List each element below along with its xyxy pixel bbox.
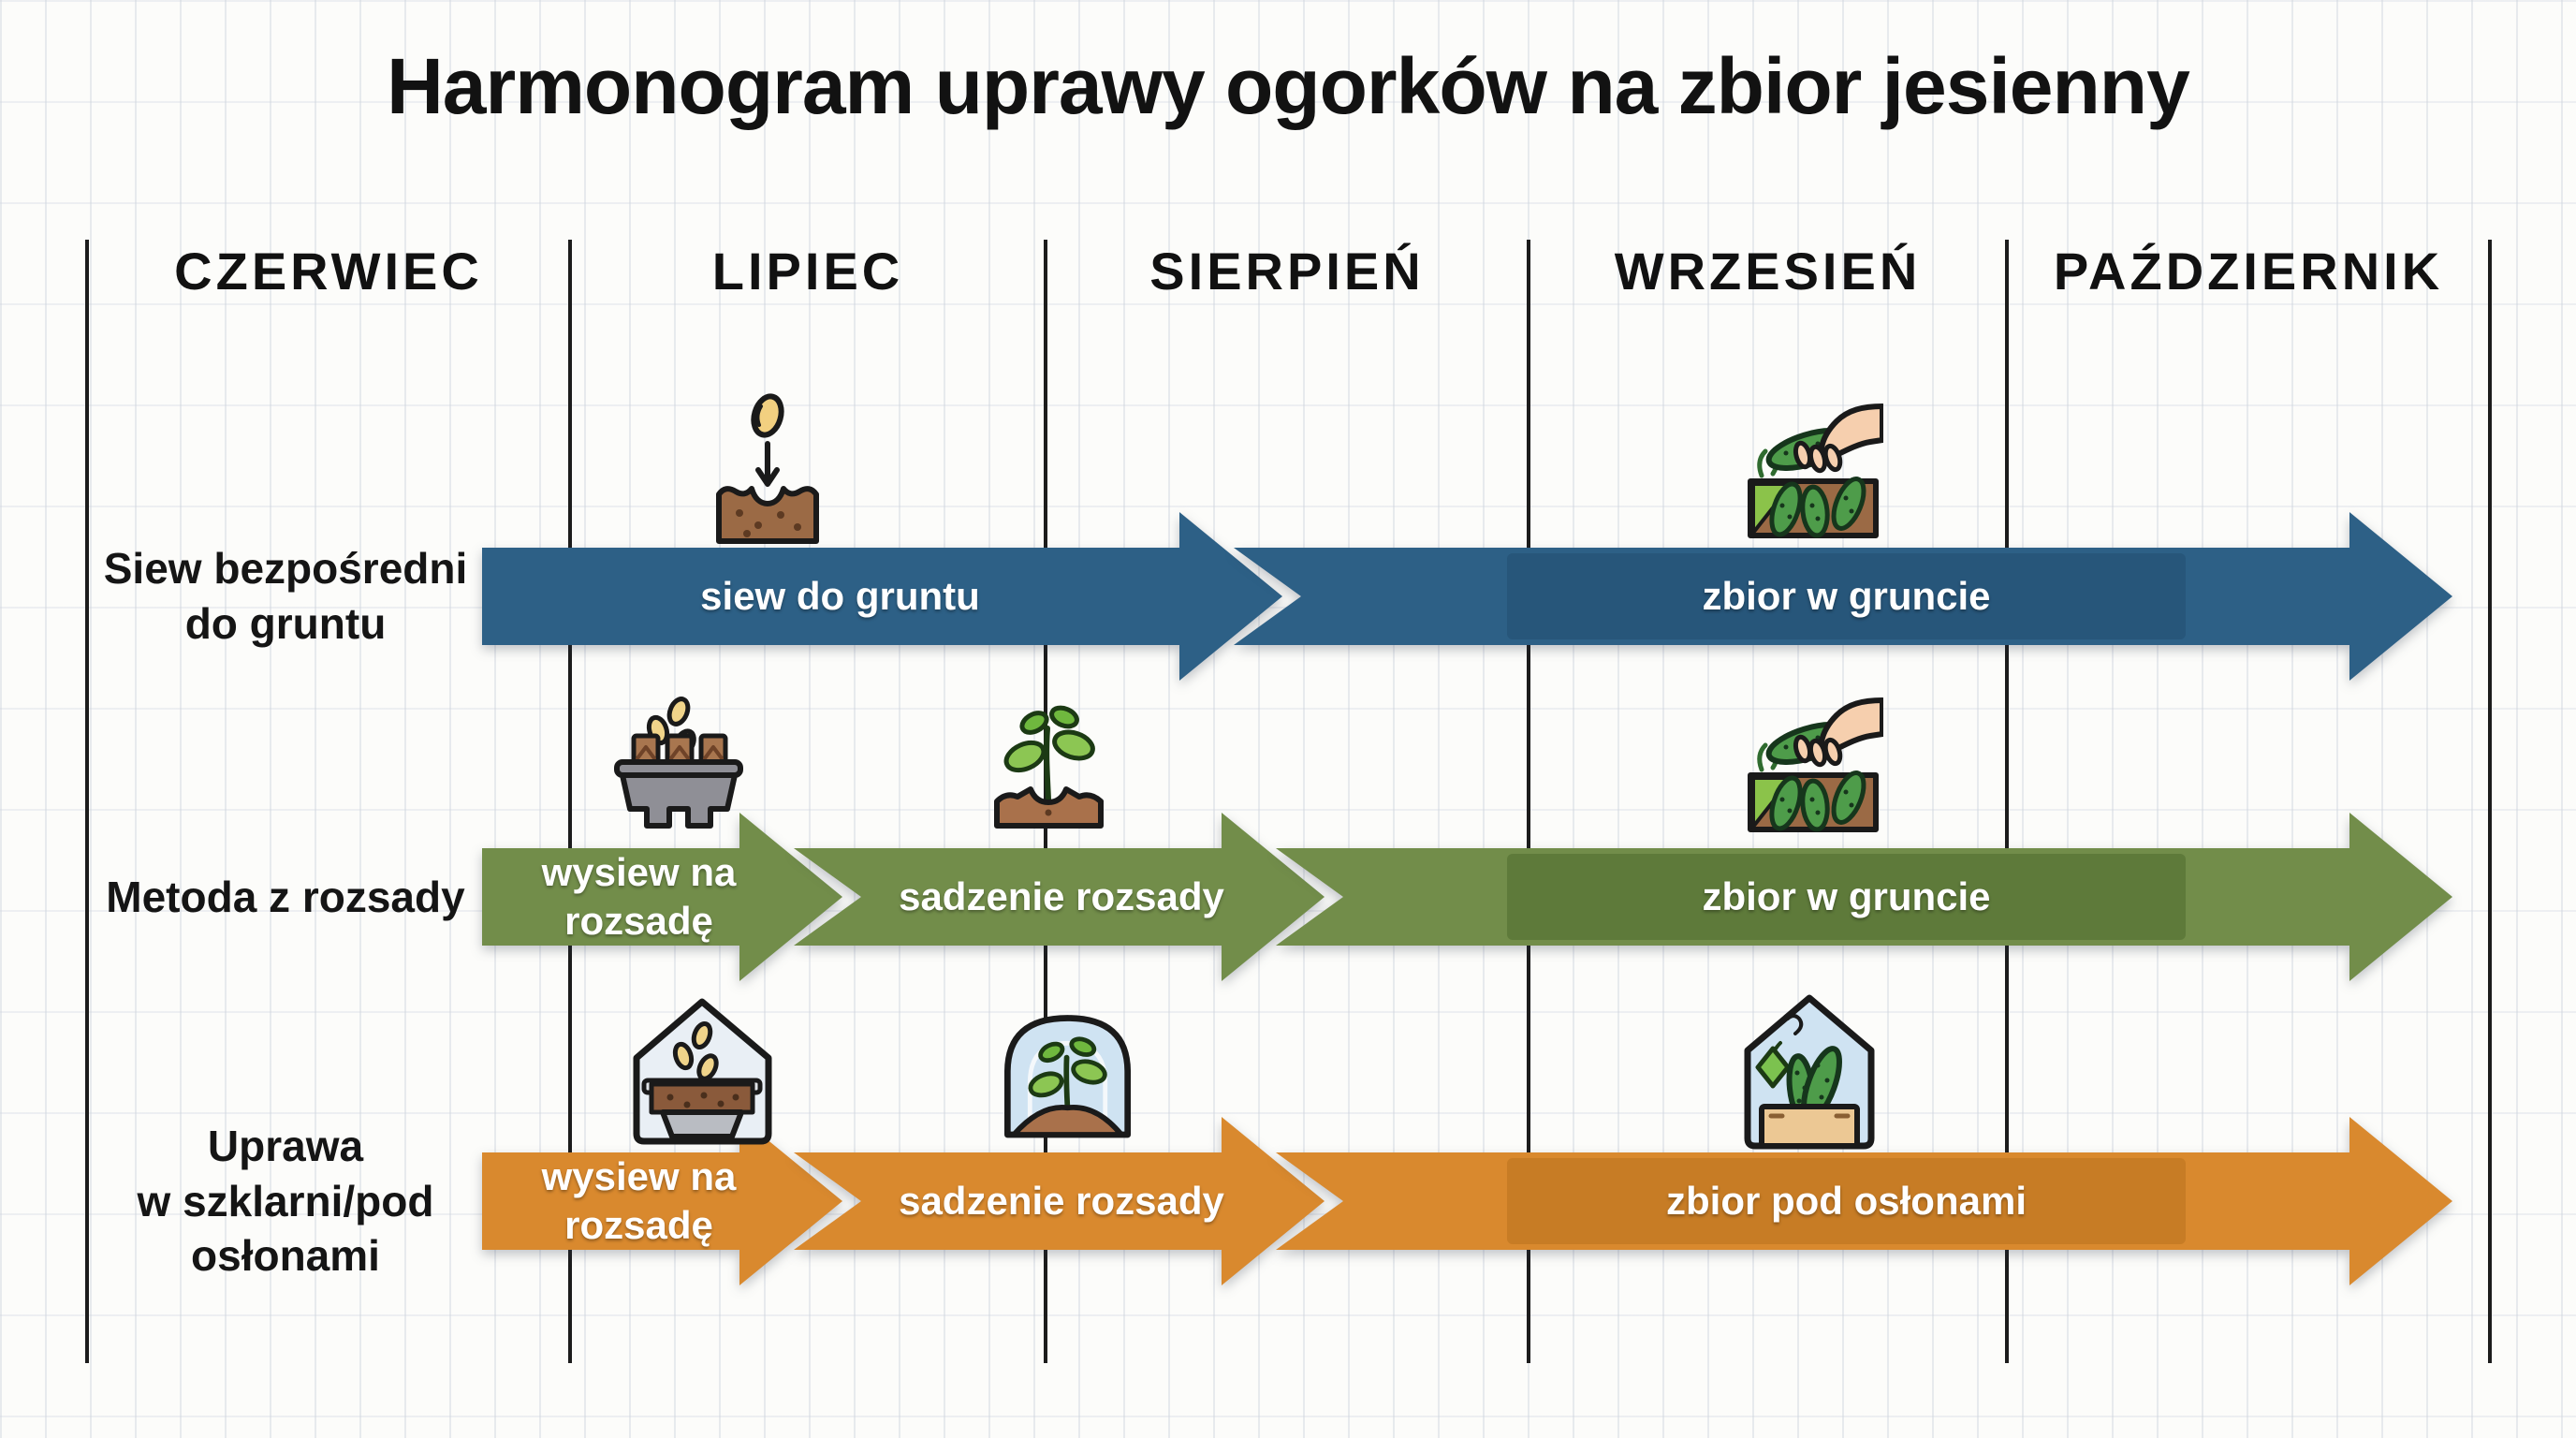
segment-label: wysiew na rozsadę xyxy=(541,849,737,944)
segment-label: sadzenie rozsady xyxy=(899,873,1224,918)
arrow-segment-zbior-w-gruncie: zbior w gruncie xyxy=(1234,512,2452,681)
arrow-shape: wysiew na rozsadę xyxy=(482,813,842,981)
column-divider xyxy=(85,240,89,1363)
row-label-uprawa-szklarnia: Uprawa w szklarni/pod osłonami xyxy=(137,1121,434,1281)
cloche-seedling-icon xyxy=(1004,1015,1132,1138)
arrow-shape: sadzenie rozsady xyxy=(794,813,1325,981)
arrow-shape: siew do gruntu xyxy=(482,512,1282,681)
greenhouse-seed-tray-icon xyxy=(633,998,772,1145)
segment-band: zbior w gruncie xyxy=(1507,854,2186,940)
segment-label: wysiew na rozsadę xyxy=(541,1153,737,1248)
row-label-siew-bezposredni: Siew bezpośredni do gruntu xyxy=(103,544,468,648)
harvest-hand-icon xyxy=(1748,697,1883,832)
seed-tray-icon xyxy=(614,697,743,829)
arrow-segment-wysiew-na-rozsade: wysiew na rozsadę xyxy=(482,813,842,981)
arrow-shape: sadzenie rozsady xyxy=(794,1117,1325,1285)
arrow-segment-zbior-pod-oslonami: zbior pod osłonami xyxy=(1276,1117,2452,1285)
month-header-pazdziernik: PAŹDZIERNIK xyxy=(2053,242,2444,301)
arrow-segment-sadzenie-rozsady-2: sadzenie rozsady xyxy=(794,1117,1325,1285)
month-header-lipiec: LIPIEC xyxy=(711,242,904,301)
arrow-segment-wysiew-na-rozsade-2: wysiew na rozsadę xyxy=(482,1117,842,1285)
segment-label: sadzenie rozsady xyxy=(899,1178,1224,1223)
column-divider xyxy=(1527,240,1530,1363)
segment-label: siew do gruntu xyxy=(700,573,980,618)
segment-band: zbior pod osłonami xyxy=(1507,1158,2186,1244)
column-divider xyxy=(2488,240,2492,1363)
seed-sowing-icon xyxy=(716,393,819,544)
greenhouse-cucumbers-icon xyxy=(1744,994,1875,1150)
segment-band: zbior w gruncie xyxy=(1507,553,2186,639)
month-header-wrzesien: WRZESIEŃ xyxy=(1614,242,1922,301)
seedling-icon xyxy=(994,705,1104,829)
row-label-metoda-z-rozsady: Metoda z rozsady xyxy=(106,872,465,921)
page-title: Harmonogram uprawy ogorków na zbior jesi… xyxy=(387,41,2190,130)
column-divider xyxy=(568,240,572,1363)
harvest-hand-icon xyxy=(1748,404,1883,538)
arrow-shape: zbior w gruncie xyxy=(1276,813,2452,981)
arrow-segment-zbior-w-gruncie-2: zbior w gruncie xyxy=(1276,813,2452,981)
month-header-sierpien: SIERPIEŃ xyxy=(1149,242,1425,301)
arrow-segment-siew-do-gruntu: siew do gruntu xyxy=(482,512,1282,681)
month-header-czerwiec: CZERWIEC xyxy=(174,242,483,301)
column-divider xyxy=(2005,240,2009,1363)
arrow-segment-sadzenie-rozsady: sadzenie rozsady xyxy=(794,813,1325,981)
